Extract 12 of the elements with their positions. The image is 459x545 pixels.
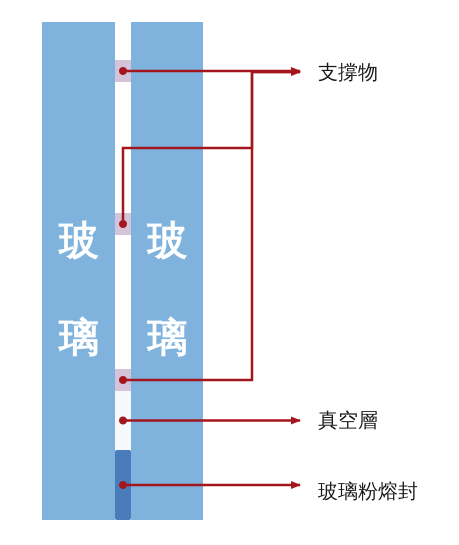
glass-pane [42, 22, 115, 520]
glass-text: 玻璃 [58, 187, 98, 377]
glass-pane [131, 22, 203, 520]
glass-text: 玻璃 [147, 187, 187, 377]
leader-line [119, 481, 301, 489]
vacuum-gap [115, 391, 131, 450]
callout-label: 支撐物 [300, 59, 378, 85]
leader-line [119, 67, 301, 75]
seal-bar [115, 450, 131, 520]
callout-label: 真空層 [300, 407, 378, 433]
leader-line [119, 416, 301, 424]
callout-label: 玻璃粉熔封 [300, 478, 418, 504]
